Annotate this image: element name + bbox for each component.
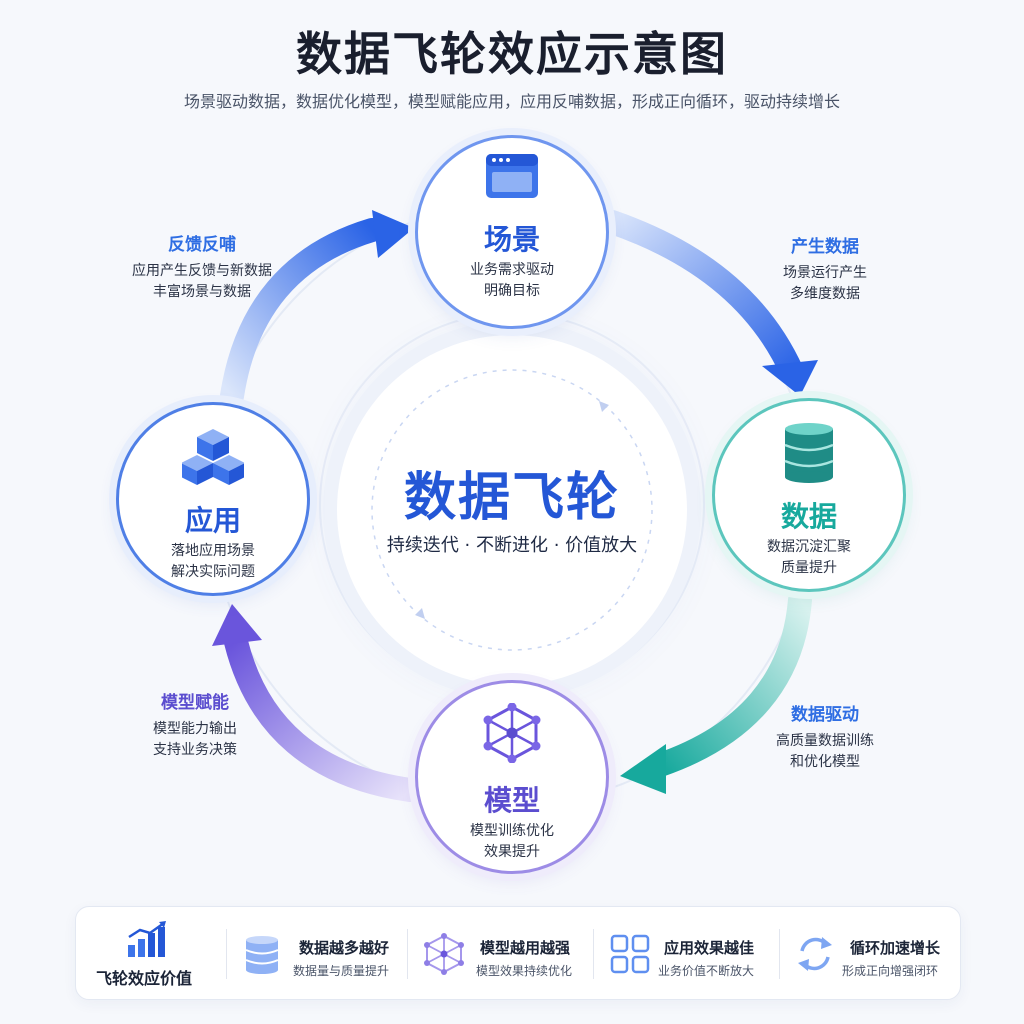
arrow-label-produce: 产生数据 场景运行产生 多维度数据: [740, 232, 910, 305]
value-item-app: 应用效果越佳 业务价值不断放大: [594, 907, 779, 1001]
node-app-desc-line2: 解决实际问题: [171, 564, 255, 580]
cubes-icon: [182, 429, 244, 485]
cycle-arrows-icon: [798, 937, 832, 971]
value-bar: 飞轮效应价值 数据越多越好 数据量与质量提升: [75, 906, 961, 1000]
arrow-produce-desc: 场景运行产生 多维度数据: [740, 263, 910, 305]
node-app: 应用 落地应用场景 解决实际问题: [116, 402, 310, 596]
value-item-app-title: 应用效果越佳: [664, 939, 755, 957]
arrow-produce-head: [762, 360, 818, 396]
arrow-drive-desc: 高质量数据训练 和优化模型: [740, 731, 910, 773]
arrow-empower-body: [224, 630, 422, 802]
value-item-model-desc: 模型效果持续优化: [476, 964, 573, 978]
arrow-produce-desc-line2: 多维度数据: [790, 286, 860, 302]
arrow-label-feedback: 反馈反哺 应用产生反馈与新数据 丰富场景与数据: [112, 230, 292, 303]
arrow-produce-title: 产生数据: [791, 237, 859, 257]
arrow-drive-body: [648, 588, 812, 777]
arrow-drive-desc-line2: 和优化模型: [790, 754, 860, 770]
flywheel-hub: 数据飞轮 持续迭代 · 不断进化 · 价值放大: [337, 335, 687, 685]
value-bar-divider: [226, 929, 227, 979]
arrow-empower-desc: 模型能力输出 支持业务决策: [110, 719, 280, 761]
value-item-cycle-desc: 形成正向增强闭环: [842, 964, 939, 978]
arrow-feedback-desc: 应用产生反馈与新数据 丰富场景与数据: [112, 261, 292, 303]
arrow-empower-head: [212, 604, 262, 646]
arrow-produce-desc-line1: 场景运行产生: [783, 265, 867, 281]
value-bar-divider: [593, 929, 594, 979]
node-model: 模型 模型训练优化 效果提升: [415, 680, 609, 874]
node-scene-name: 场景: [483, 223, 540, 256]
node-scene-desc-line1: 业务需求驱动: [470, 262, 554, 278]
hub-title: 数据飞轮: [403, 468, 620, 528]
browser-window-icon: [486, 154, 538, 198]
value-item-app-desc: 业务价值不断放大: [658, 964, 755, 978]
arrow-empower-title: 模型赋能: [161, 693, 229, 713]
node-scene-desc-line2: 明确目标: [484, 283, 540, 299]
database-icon: [784, 423, 834, 483]
network-hexagon-icon: [424, 933, 464, 975]
growth-chart-icon: [128, 921, 166, 957]
node-scene: 场景 业务需求驱动 明确目标: [415, 135, 609, 329]
value-item-model-title: 模型越用越强: [480, 939, 571, 957]
node-data-desc-line2: 质量提升: [781, 560, 837, 576]
value-bar-divider: [407, 929, 408, 979]
node-data: 数据 数据沉淀汇聚 质量提升: [712, 398, 906, 592]
arrow-feedback-title: 反馈反哺: [168, 235, 236, 255]
page-subtitle: 场景驱动数据，数据优化模型，模型赋能应用，应用反哺数据，形成正向循环，驱动持续增…: [183, 92, 840, 111]
grid-squares-icon: [610, 934, 650, 974]
arrow-feedback-body: [220, 218, 384, 408]
node-app-name: 应用: [184, 504, 241, 537]
node-model-desc-line1: 模型训练优化: [470, 823, 554, 839]
arrow-label-drive: 数据驱动 高质量数据训练 和优化模型: [740, 700, 910, 773]
page-title: 数据飞轮效应示意图: [296, 27, 728, 81]
node-app-desc-line1: 落地应用场景: [171, 543, 255, 559]
value-bar-label-cell: 飞轮效应价值: [76, 907, 226, 1001]
node-model-name: 模型: [483, 784, 540, 817]
arrow-feedback-desc-line1: 应用产生反馈与新数据: [132, 263, 272, 279]
arrow-drive-head: [620, 744, 666, 794]
arrow-drive-desc-line1: 高质量数据训练: [776, 733, 874, 749]
value-item-data-desc: 数据量与质量提升: [293, 964, 390, 978]
arrow-empower-desc-line2: 支持业务决策: [153, 742, 237, 758]
value-item-cycle-title: 循环加速增长: [850, 939, 941, 957]
arrow-feedback-desc-line2: 丰富场景与数据: [153, 284, 251, 300]
value-item-model: 模型越用越强 模型效果持续优化: [408, 907, 593, 1001]
arrow-produce-body: [600, 210, 804, 384]
hub-subtitle: 持续迭代 · 不断进化 · 价值放大: [386, 535, 638, 556]
hub-dashed-ring: [371, 369, 653, 651]
value-item-cycle: 循环加速增长 形成正向增强闭环: [780, 907, 962, 1001]
node-data-name: 数据: [780, 500, 837, 533]
arrow-drive-title: 数据驱动: [791, 705, 859, 725]
value-bar-label: 飞轮效应价值: [96, 969, 193, 988]
database-icon: [245, 936, 279, 974]
arrow-label-empower: 模型赋能 模型能力输出 支持业务决策: [110, 688, 280, 761]
network-hexagon-icon: [483, 703, 541, 763]
node-data-desc-line1: 数据沉淀汇聚: [767, 539, 851, 555]
value-item-data: 数据越多越好 数据量与质量提升: [227, 907, 407, 1001]
value-bar-divider: [779, 929, 780, 979]
arrow-empower-desc-line1: 模型能力输出: [153, 721, 237, 737]
arrow-feedback-head: [372, 210, 414, 258]
value-item-data-title: 数据越多越好: [299, 939, 390, 957]
node-model-desc-line2: 效果提升: [484, 844, 540, 860]
